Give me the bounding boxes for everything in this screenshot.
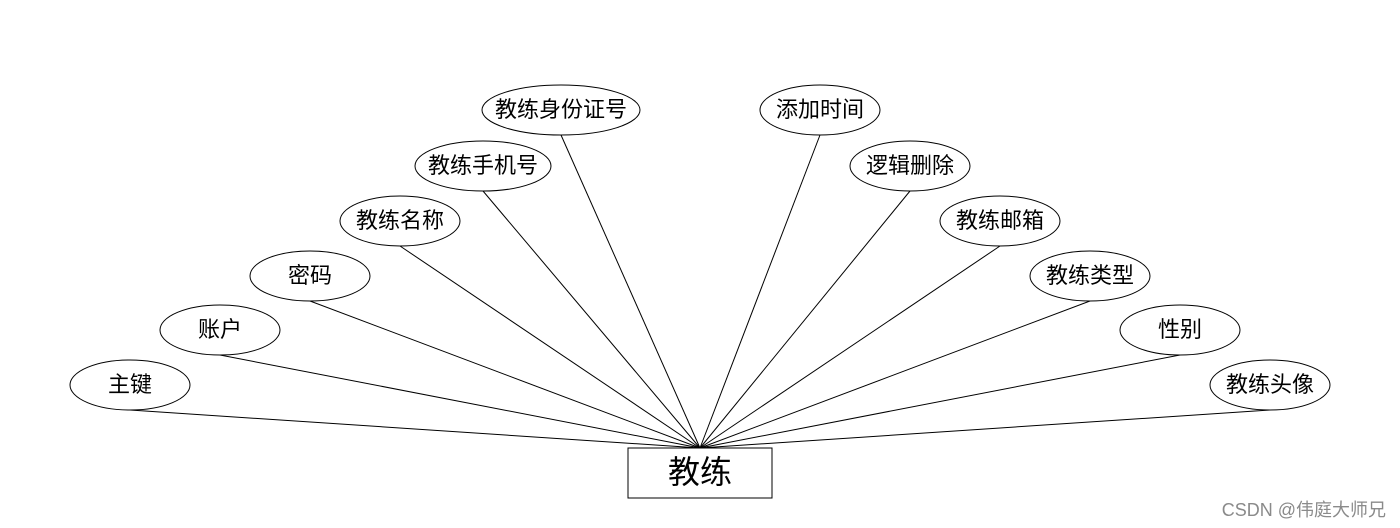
- attribute-label: 逻辑删除: [866, 154, 954, 179]
- attribute-ellipse: [159, 304, 281, 356]
- attribute-node: 教练类型: [1029, 250, 1151, 302]
- attribute-label: 教练类型: [1046, 264, 1134, 289]
- attribute-node: 教练邮箱: [939, 195, 1061, 247]
- attribute-node: 性别: [1119, 304, 1241, 356]
- attribute-label: 教练名称: [356, 209, 444, 234]
- attribute-ellipse: [481, 84, 641, 136]
- connector-line: [699, 409, 1271, 449]
- attribute-ellipse: [1029, 250, 1151, 302]
- attribute-node: 教练身份证号: [481, 84, 641, 136]
- connector-line: [399, 245, 701, 449]
- attribute-label: 添加时间: [776, 98, 864, 123]
- attribute-ellipse: [1209, 359, 1331, 411]
- attribute-node: 主键: [69, 359, 191, 411]
- attribute-label: 性别: [1158, 318, 1202, 343]
- attribute-label: 教练邮箱: [956, 209, 1044, 234]
- attribute-ellipse: [69, 359, 191, 411]
- attribute-ellipse: [339, 195, 461, 247]
- attribute-ellipse: [849, 140, 971, 192]
- entity-box: [627, 447, 773, 499]
- connector-line: [699, 245, 1001, 449]
- attribute-label: 账户: [198, 318, 242, 343]
- connector-lines: [129, 134, 1271, 449]
- connector-line: [560, 134, 701, 449]
- connector-line: [482, 190, 701, 449]
- connector-line: [699, 134, 821, 449]
- attribute-label: 教练手机号: [428, 154, 538, 179]
- connector-line: [129, 409, 701, 449]
- attribute-node: 教练头像: [1209, 359, 1331, 411]
- attribute-ellipse: [249, 250, 371, 302]
- attribute-node: 教练名称: [339, 195, 461, 247]
- attribute-ellipse: [1119, 304, 1241, 356]
- attribute-node: 添加时间: [759, 84, 881, 136]
- entity-node: 教练: [627, 447, 773, 499]
- attribute-nodes: 主键 账户 密码 教练名称 教练手机号 教练身份证号 添加时间逻辑删除教练邮箱教练类型性别教…: [69, 84, 1331, 411]
- attribute-node: 逻辑删除: [849, 140, 971, 192]
- connector-line: [699, 354, 1181, 449]
- attribute-ellipse: [414, 140, 552, 192]
- attribute-label: 教练头像: [1226, 373, 1314, 398]
- watermark-text: CSDN @伟庭大师兄: [1221, 500, 1386, 520]
- attribute-label: 密码: [288, 264, 332, 289]
- attribute-node: 教练手机号: [414, 140, 552, 192]
- connector-line: [699, 190, 911, 449]
- attribute-node: 密码: [249, 250, 371, 302]
- attribute-ellipse: [939, 195, 1061, 247]
- attribute-node: 账户: [159, 304, 281, 356]
- attribute-ellipse: [759, 84, 881, 136]
- attribute-label: 主键: [108, 373, 152, 398]
- connector-line: [309, 300, 701, 449]
- entity-label: 教练: [668, 453, 732, 491]
- connector-line: [699, 300, 1091, 449]
- attribute-label: 教练身份证号: [495, 98, 627, 123]
- connector-line: [219, 354, 701, 449]
